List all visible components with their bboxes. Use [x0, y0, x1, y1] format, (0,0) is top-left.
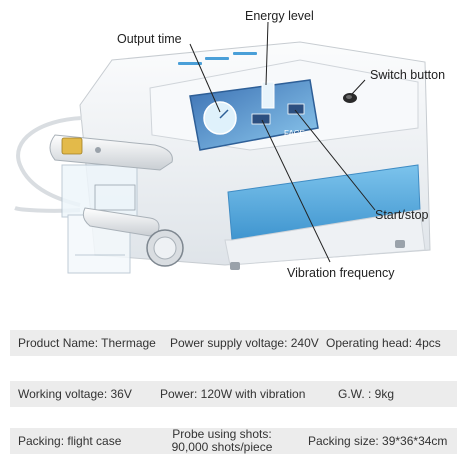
spec-probe-shots-line1: Probe using shots: [172, 427, 272, 441]
spec-operating-head: Operating head: 4pcs [326, 336, 441, 350]
callout-lines [189, 21, 376, 263]
screen-face-label: FACE [284, 129, 305, 138]
device-drawing: FACE [14, 21, 431, 274]
callout-output-time: Output time [117, 32, 182, 46]
spec-product-name: Product Name: Thermage [18, 336, 156, 350]
upper-handpiece [49, 134, 173, 171]
spec-gross-weight: G.W. : 9kg [338, 387, 395, 401]
spec-row-1: Product Name: Thermage Power supply volt… [10, 330, 457, 356]
callout-switch-button: Switch button [370, 68, 446, 82]
device-body [79, 41, 431, 270]
callout-vibration-frequency: Vibration frequency [287, 266, 395, 280]
callout-start-stop: Start/stop [375, 208, 429, 222]
callout-energy-level: Energy level [245, 9, 314, 23]
touch-screen: FACE [189, 79, 319, 151]
start-stop-button [287, 103, 305, 115]
product-illustration: FACE [14, 9, 446, 280]
spec-probe-shots: Probe using shots: 90,000 shots/piece [162, 428, 282, 454]
vibration-button [251, 113, 271, 125]
spec-probe-shots-line2: 90,000 shots/piece [171, 440, 273, 454]
spec-row-2: Working voltage: 36V Power: 120W with vi… [10, 381, 457, 407]
spec-power: Power: 120W with vibration [160, 387, 306, 401]
switch-button [343, 93, 357, 103]
spec-power-supply-voltage: Power supply voltage: 240V [170, 336, 319, 350]
lower-handpiece [82, 207, 184, 267]
spec-packing: Packing: flight case [18, 434, 122, 448]
spec-row-3: Packing: flight case Probe using shots: … [10, 428, 457, 454]
probe-cable [16, 116, 83, 207]
energy-level-bar [261, 81, 275, 109]
spec-working-voltage: Working voltage: 36V [18, 387, 132, 401]
spec-packing-size: Packing size: 39*36*34cm [308, 434, 448, 448]
